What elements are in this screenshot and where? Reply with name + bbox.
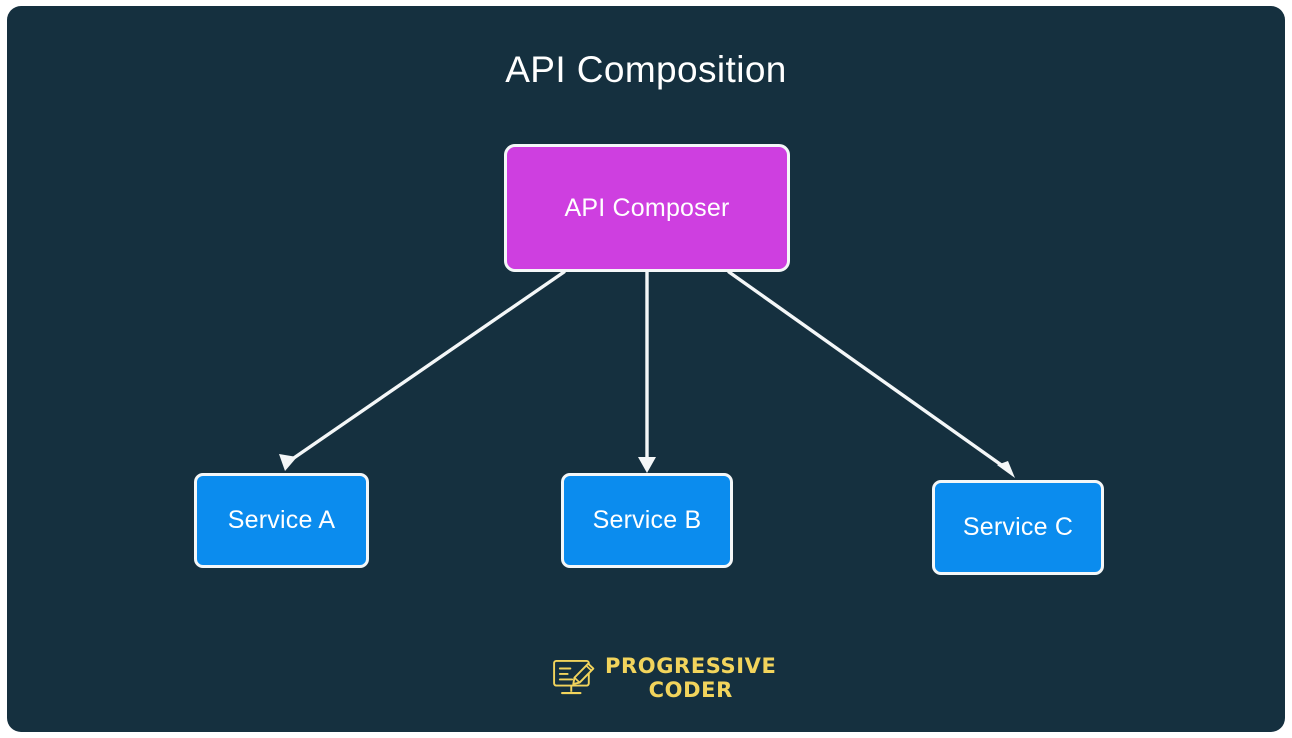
progressive-coder-logo: PROGRESSIVE CODER	[552, 656, 776, 701]
edge-composer-service-b	[638, 270, 656, 473]
edge-composer-service-c	[727, 270, 1015, 478]
diagram-panel: API Composition API Composer Service A	[7, 6, 1285, 732]
logo-line-progressive: PROGRESSIVE	[605, 654, 777, 678]
node-label-service-b: Service B	[592, 506, 702, 534]
node-label-service-c: Service C	[962, 513, 1074, 541]
node-service-a[interactable]: Service A	[194, 473, 369, 568]
node-service-b[interactable]: Service B	[561, 473, 733, 568]
logo-text: PROGRESSIVE CODER	[605, 656, 776, 701]
edge-composer-service-a	[279, 270, 566, 471]
connector-layer	[279, 270, 1015, 478]
node-service-c[interactable]: Service C	[932, 480, 1104, 575]
node-label-service-a: Service A	[227, 506, 336, 534]
node-api-composer[interactable]: API Composer	[504, 144, 790, 272]
page-title: API Composition	[505, 49, 787, 90]
logo-line-coder: CODER	[648, 678, 733, 702]
node-label-api-composer: API Composer	[564, 193, 730, 222]
monitor-pencil-icon	[553, 659, 595, 694]
